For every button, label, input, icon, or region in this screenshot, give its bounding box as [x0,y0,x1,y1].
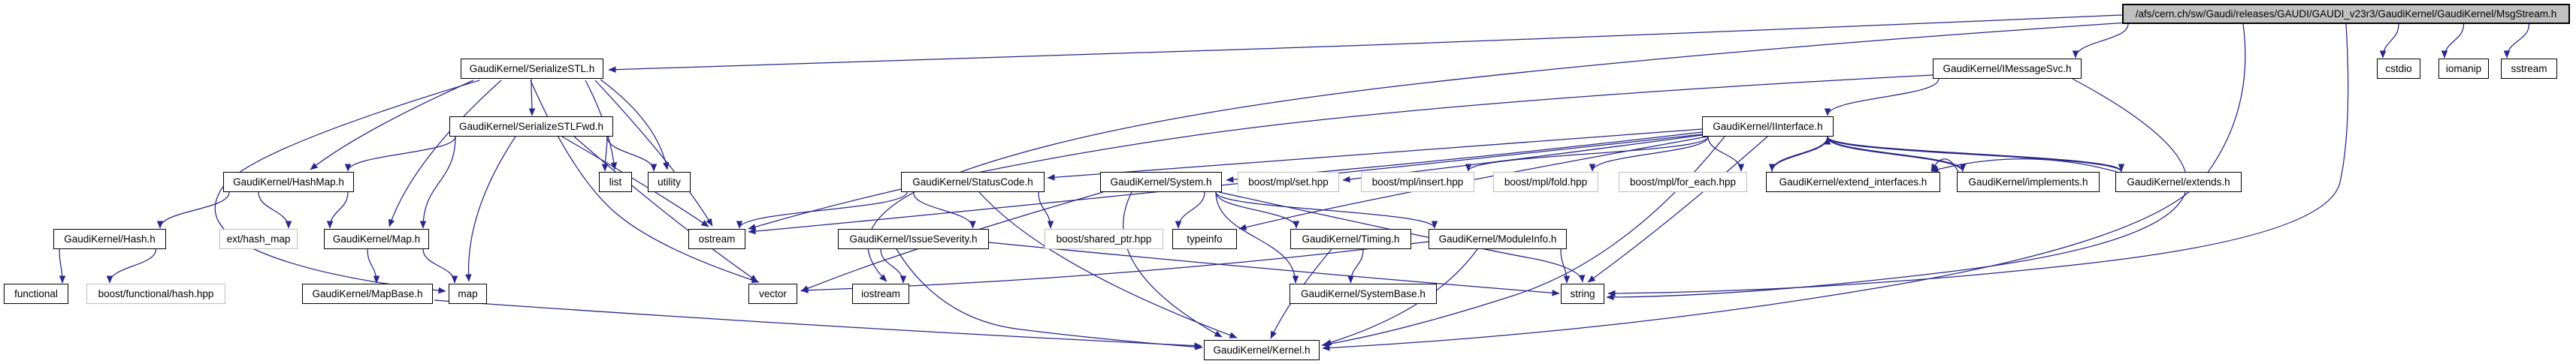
edge-statuscode-issueseverity [912,191,976,229]
edge-serialize-stl-fwd-map-h [419,136,456,229]
edge-map-h-mapbase [367,248,380,284]
graph-node-issueseverity[interactable]: GaudiKernel/IssueSeverity.h [838,229,989,249]
edge-msgstream-iomanip [2441,23,2465,59]
graph-node-sstream[interactable]: sstream [2501,59,2557,79]
edge-system-kernel [1123,191,1223,338]
edge-extends-iinterface [1824,137,2122,173]
edge-serialize-stl-fwd-vector [573,136,758,282]
edge-hashmap-ext-hash-map [258,191,292,229]
edge-serialize-stl-fwd-map [465,136,516,282]
graph-node-statuscode[interactable]: GaudiKernel/StatusCode.h [901,172,1045,192]
graph-node-ext-hash-map: ext/hash_map [219,229,298,249]
edge-statuscode-ostream [736,191,908,229]
edge-hashmap-map-h [326,191,349,229]
edge-serialize-stl-fwd-hashmap [344,136,456,172]
graph-node-moduleinfo[interactable]: GaudiKernel/ModuleInfo.h [1429,229,1567,249]
graph-node-extends[interactable]: GaudiKernel/extends.h [2115,172,2242,192]
edge-msgstream-imessagesvc [2072,23,2129,59]
edge-iinterface-kernel [1321,136,1725,347]
edge-issueseverity-kernel [896,248,1203,350]
graph-node-string[interactable]: string [1561,284,1604,304]
edge-imessagesvc-iinterface [1824,78,1940,116]
graph-node-implements[interactable]: GaudiKernel/implements.h [1957,172,2100,192]
edge-timing-systembase [1347,248,1364,284]
graph-node-systembase[interactable]: GaudiKernel/SystemBase.h [1290,284,1437,304]
graph-node-kernel[interactable]: GaudiKernel/Kernel.h [1204,340,1320,360]
edge-statuscode-kernel [978,191,1238,338]
graph-node-serialize-stl[interactable]: GaudiKernel/SerializeSTL.h [461,59,603,79]
graph-node-iinterface[interactable]: GaudiKernel/IInterface.h [1702,116,1834,137]
edge-hash-functional [59,248,66,284]
edge-moduleinfo-kernel [1323,248,1478,346]
graph-node-iomanip[interactable]: iomanip [2438,59,2489,79]
edge-serialize-stl-map [214,80,480,294]
edge-imessagesvc-string [1606,78,2187,301]
edge-msgstream-sstream [2503,23,2530,59]
edge-iinterface-extends [1827,136,2125,172]
graph-node-mpl-fold: boost/mpl/fold.hpp [1493,172,1598,192]
graph-node-utility[interactable]: utility [648,172,691,192]
graph-node-mapbase[interactable]: GaudiKernel/MapBase.h [302,284,433,304]
edge-serialize-stl-hashmap [310,80,474,170]
graph-node-vector[interactable]: vector [748,284,797,304]
edge-issueseverity-string [988,242,1560,296]
graph-node-cstdio[interactable]: cstdio [2377,59,2420,79]
edge-serialize-stl-ostream [594,80,713,227]
edge-moduleinfo-string [1560,248,1571,284]
edge-iinterface-string [1587,136,1768,283]
edge-system-string [1218,191,1586,283]
graph-node-map-h[interactable]: GaudiKernel/Map.h [324,229,429,249]
graph-node-list[interactable]: list [599,172,632,192]
edge-msgstream-serialize-stl [608,14,2123,73]
edge-iinterface-mpl-foreach [1707,136,1745,172]
graph-node-mpl-set: boost/mpl/set.hpp [1238,172,1339,192]
edge-iinterface-mpl-insert [1465,136,1709,172]
edge-serialize-stl-map-h [388,80,502,227]
edge-implements-extend-interfaces [1930,158,1959,173]
edge-mapbase-kernel [434,299,1202,349]
graph-node-msgstream: /afs/cern.ch/sw/Gaudi/releases/GAUDI/GAU… [2122,4,2570,24]
edge-hash-boost-func-hash [106,248,157,284]
edge-system-systembase [1215,191,1299,284]
edge-serialize-stl-fwd-utility [606,136,658,172]
graph-node-imessagesvc[interactable]: GaudiKernel/IMessageSvc.h [1933,59,2082,79]
edge-hashmap-hash [156,191,230,229]
graph-node-map[interactable]: map [449,284,487,304]
edge-msgstream-cstdio [2379,23,2399,59]
edge-serialize-stl-fwd-list [601,136,609,172]
graph-node-iostream[interactable]: iostream [852,284,909,304]
graph-node-extend-interfaces[interactable]: GaudiKernel/extend_interfaces.h [1766,172,1940,192]
edge-imessagesvc-ostream [748,74,1934,230]
graph-node-timing[interactable]: GaudiKernel/Timing.h [1290,229,1411,249]
graph-node-typeinfo[interactable]: typeinfo [1172,229,1237,249]
graph-node-mpl-insert: boost/mpl/insert.hpp [1361,172,1474,192]
edge-system-moduleinfo [1215,191,1438,229]
edge-implements-iinterface [1824,137,1964,173]
edge-system-timing [1215,191,1300,229]
graph-node-shared-ptr: boost/shared_ptr.hpp [1045,229,1163,249]
graph-node-hash[interactable]: GaudiKernel/Hash.h [53,229,166,249]
edge-system-typeinfo [1175,191,1205,229]
edge-serialize-stl-utility [600,79,670,170]
edge-msgstream-iostream [867,22,2129,282]
graph-node-hashmap[interactable]: GaudiKernel/HashMap.h [223,172,354,192]
graph-node-mpl-foreach: boost/mpl/for_each.hpp [1619,172,1747,192]
graph-node-ostream[interactable]: ostream [688,229,745,249]
graph-node-boost-func-hash: boost/functional/hash.hpp [86,284,225,304]
graph-node-system[interactable]: GaudiKernel/System.h [1100,172,1222,192]
graph-node-serialize-stl-fwd[interactable]: GaudiKernel/SerializeSTLFwd.h [449,116,613,137]
edge-iinterface-mpl-fold [1589,136,1709,172]
edge-map-h-map [422,248,458,284]
edge-statuscode-shared-ptr [1038,191,1054,229]
graph-node-functional[interactable]: functional [4,284,68,304]
edge-issueseverity-iostream [880,248,907,284]
